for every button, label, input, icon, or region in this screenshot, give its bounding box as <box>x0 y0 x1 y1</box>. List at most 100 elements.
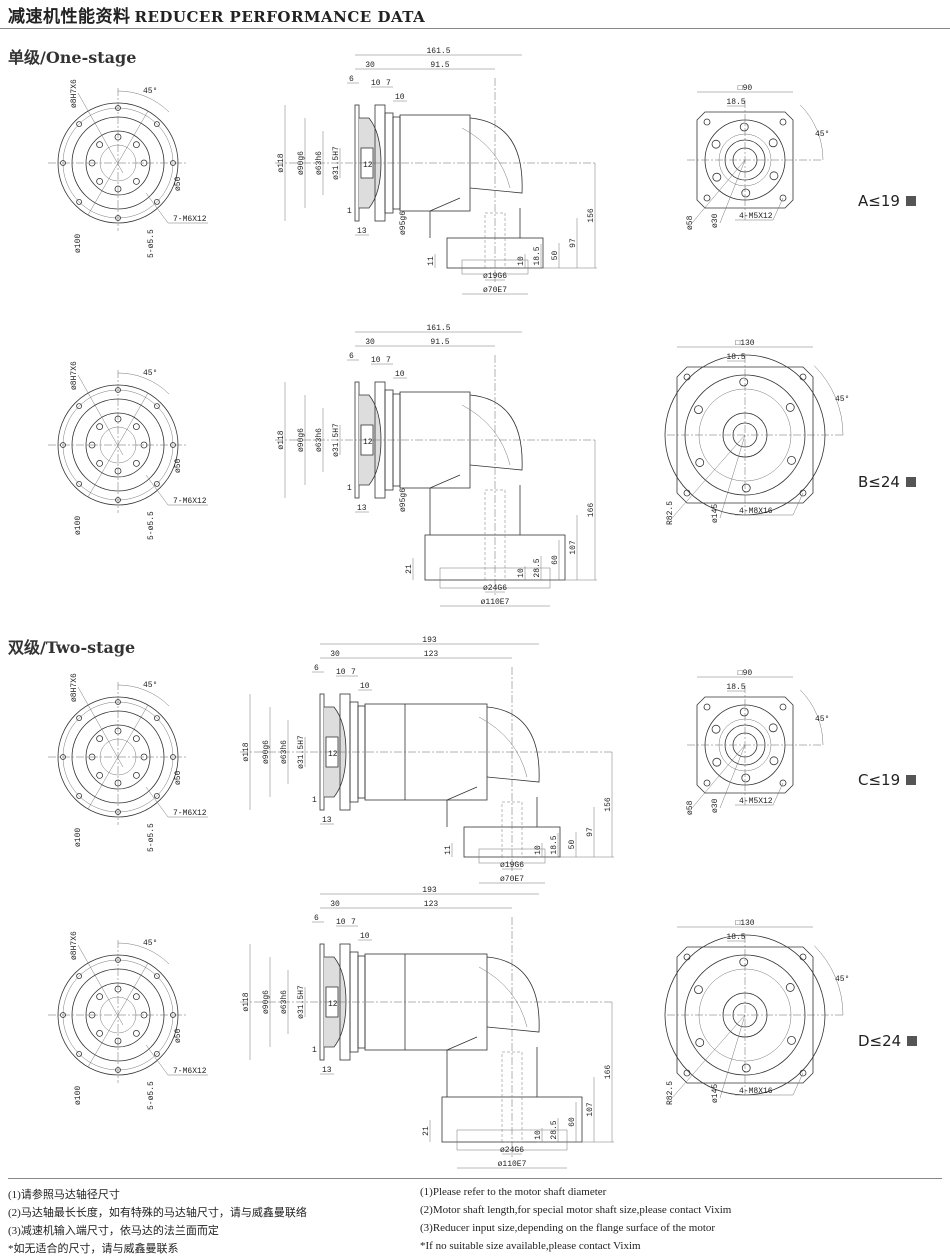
corner-bolt-hole <box>683 489 691 497</box>
mounting-hole <box>741 1063 751 1073</box>
bolt-hole <box>132 423 140 431</box>
note-en-3: (3)Reducer input size,depending on the f… <box>420 1222 716 1234</box>
dimension-label: 10 <box>360 682 370 691</box>
dimension-label: 10 <box>534 1130 543 1140</box>
dimension-label: 6 <box>349 75 354 84</box>
gearbox-body <box>399 391 471 489</box>
mounting-hole <box>769 756 779 766</box>
mounting-hole <box>115 809 121 815</box>
bolt-hole <box>114 727 122 735</box>
dimension-label: 30 <box>330 650 340 659</box>
dimension-label: 10 <box>360 932 370 941</box>
dimension-label: 45° <box>143 87 157 96</box>
corner-bolt-hole <box>703 703 711 711</box>
bolt-hole <box>96 735 104 743</box>
note-cn-3: (3)减速机输入端尺寸，依马达的法兰面而定 <box>8 1225 219 1237</box>
bolt-hole <box>114 779 122 787</box>
bolt-hole <box>140 159 148 167</box>
dimension-label: 10 <box>517 568 526 578</box>
dimension-label: 10 <box>371 356 381 365</box>
dimension-label: 13 <box>322 1066 332 1075</box>
line <box>719 434 746 519</box>
dimension-label: 91.5 <box>430 338 449 347</box>
dimension-label: ø70E7 <box>483 286 507 295</box>
output-neck <box>446 1036 538 1097</box>
dimension-label: 10 <box>395 93 405 102</box>
bolt-hole <box>114 985 122 993</box>
dimension-label: ø90g6 <box>262 990 271 1014</box>
dimension-label: 7-M6X12 <box>173 809 207 818</box>
note-cn-1: (1)请参照马达轴径尺寸 <box>8 1189 120 1201</box>
dimension-label: 193 <box>422 636 437 645</box>
dimension-label: 18.5 <box>726 353 745 362</box>
bolt-hole <box>114 185 122 193</box>
section-title-one-stage: 单级/One-stage <box>8 48 137 67</box>
dimension-label: ø63h6 <box>280 740 289 764</box>
dimension-label: 11 <box>427 256 436 266</box>
dimension-label: 4-M5X12 <box>739 212 773 221</box>
dimension-label: ø118 <box>242 742 251 761</box>
mounting-hole <box>712 172 722 182</box>
bolt-hole <box>88 159 96 167</box>
mounting-hole <box>785 983 795 992</box>
dimension-label: 10 <box>395 370 405 379</box>
dimension-label: ø8H7X6 <box>70 673 79 702</box>
dimension-label: 10 <box>371 79 381 88</box>
ratio-label-b: B≤24 <box>858 473 916 491</box>
mounting-hole <box>115 957 121 963</box>
dimension-label: 45° <box>143 681 157 690</box>
mounting-hole <box>739 377 749 387</box>
corner-bolt-hole <box>799 373 807 381</box>
bolt-hole <box>132 177 140 185</box>
dimension-label: 166 <box>604 1065 613 1080</box>
bolt-hole <box>96 771 104 779</box>
corner-bolt-hole <box>799 489 807 497</box>
gearbox-body <box>399 114 471 212</box>
square-flange <box>696 111 794 209</box>
dimension-label: ø145 <box>711 1084 720 1103</box>
dimension-label: 13 <box>357 504 367 513</box>
bolt-hole <box>132 141 140 149</box>
corner-bolt-hole <box>779 194 787 202</box>
line <box>671 1014 746 1099</box>
corner-bolt-hole <box>703 194 711 202</box>
dimension-label: 7-M6X12 <box>173 497 207 506</box>
dimension-label: □130 <box>735 919 754 928</box>
corner-bolt-hole <box>683 1069 691 1077</box>
ratio-text: D≤24 <box>858 1032 902 1050</box>
dimension-label: 45° <box>835 395 849 404</box>
mounting-hole <box>60 754 66 760</box>
mounting-hole <box>739 957 749 967</box>
elbow-cap <box>469 394 523 471</box>
dimension-label: 50 <box>551 251 560 261</box>
mounting-hole <box>170 754 176 760</box>
mounting-hole <box>76 1050 83 1057</box>
corner-bolt-hole <box>703 118 711 126</box>
footer-divider <box>8 1178 942 1179</box>
dimension-label: 161.5 <box>426 47 450 56</box>
mounting-hole <box>739 122 749 132</box>
square-marker-icon <box>905 477 916 487</box>
dimension-label: 7-M6X12 <box>173 1067 207 1076</box>
dimension-label: 161.5 <box>426 324 450 333</box>
section-title-two-stage: 双级/Two-stage <box>8 638 136 657</box>
dimension-label: ø70E7 <box>500 875 524 884</box>
title-en: REDUCER PERFORMANCE DATA <box>134 8 426 26</box>
dimension-label: ø110E7 <box>481 598 510 607</box>
dimension-label: 4-M5X12 <box>739 797 773 806</box>
bolt-hole <box>132 993 140 1001</box>
title-cn: 减速机性能资料 <box>8 7 131 27</box>
output-neck <box>429 474 521 535</box>
dimension-label: 30 <box>330 900 340 909</box>
mounting-hole <box>711 139 721 149</box>
mounting-hole <box>60 442 66 448</box>
dimension-label: ø31.5H7 <box>332 146 341 180</box>
dimension-label: 45° <box>815 715 829 724</box>
dimension-label: 166 <box>587 503 596 518</box>
bolt-hole <box>96 423 104 431</box>
